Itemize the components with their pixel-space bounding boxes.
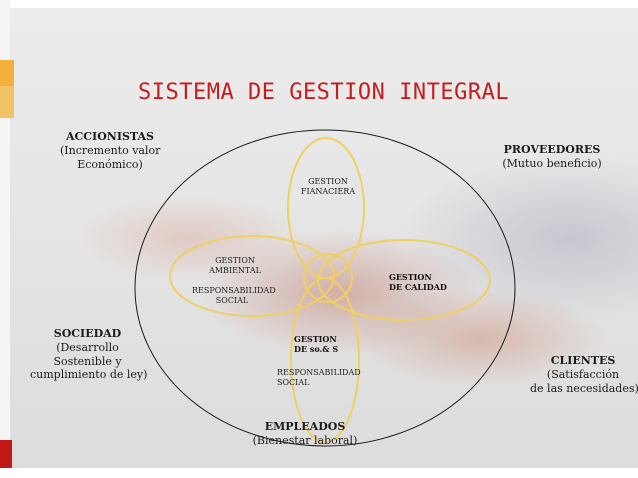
system-line: SOCIAL [277, 378, 310, 387]
system-line: GESTION [308, 177, 348, 186]
stakeholder-line: (Mutuo beneficio) [502, 156, 602, 170]
outer-system-ellipse [134, 129, 516, 447]
stakeholder-line: (Desarrollo [56, 340, 119, 354]
system-line: GESTION [215, 256, 255, 265]
left-margin [0, 0, 10, 478]
accent-stripe-gold [0, 86, 14, 118]
system-line: DE CALIDAD [389, 282, 447, 292]
stakeholder-clientes: CLIENTES (Satisfacción de las necesidade… [530, 354, 638, 395]
system-responsabilidad-social-bottom: RESPONSABILIDAD SOCIAL [277, 368, 361, 388]
stakeholder-head: EMPLEADOS [264, 420, 346, 433]
center-circle [303, 253, 353, 303]
system-gestion-ambiental: GESTION AMBIENTAL [205, 256, 265, 276]
system-line: FIANACIERA [300, 187, 356, 196]
stakeholder-head: ACCIONISTAS [66, 130, 154, 143]
top-margin [0, 0, 638, 8]
stakeholder-head: SOCIEDAD [53, 327, 122, 340]
stakeholder-line: (Bienestar laboral) [252, 433, 358, 447]
stakeholder-line: Sostenible y [53, 354, 122, 368]
system-responsabilidad-social-left: RESPONSABILIDAD SOCIAL [192, 286, 276, 306]
system-line: GESTION [294, 334, 337, 344]
system-line: SOCIAL [215, 296, 249, 305]
stakeholder-line: de las necesidades) [530, 381, 638, 395]
system-gestion-financiera: GESTION FIANACIERA [288, 177, 368, 197]
system-line: GESTION [389, 272, 432, 282]
system-line: AMBIENTAL [209, 266, 261, 275]
page-title: SISTEMA DE GESTION INTEGRAL [138, 80, 510, 105]
stakeholder-line: Económico) [77, 157, 143, 171]
stakeholder-proveedores: PROVEEDORES (Mutuo beneficio) [502, 143, 602, 171]
stakeholder-line: cumplimiento de ley) [30, 368, 148, 382]
system-line: RESPONSABILIDAD [192, 286, 276, 295]
stakeholder-empleados: EMPLEADOS (Bienestar laboral) [250, 420, 360, 448]
ellipse-bottom [290, 277, 360, 443]
system-gestion-calidad: GESTION DE CALIDAD [389, 272, 459, 292]
bottom-margin [0, 468, 638, 478]
stakeholder-head: CLIENTES [550, 354, 616, 367]
accent-stripe-yellow [0, 60, 14, 86]
system-line: RESPONSABILIDAD [277, 368, 361, 377]
ellipse-top [287, 137, 365, 279]
background-photo [10, 8, 638, 478]
stakeholder-accionistas: ACCIONISTAS (Incremento valor Económico) [60, 130, 160, 171]
stakeholder-head: PROVEEDORES [503, 143, 601, 156]
system-line: DE so.& S [294, 344, 339, 354]
accent-stripe-red [0, 440, 12, 470]
ellipse-left [169, 235, 335, 317]
stakeholder-line: (Satisfacción [546, 367, 620, 381]
stakeholder-sociedad: SOCIEDAD (Desarrollo Sostenible y cumpli… [30, 327, 148, 382]
system-gestion-so-s: GESTION DE so.& S [294, 334, 354, 354]
stakeholder-line: (Incremento valor [60, 143, 161, 157]
